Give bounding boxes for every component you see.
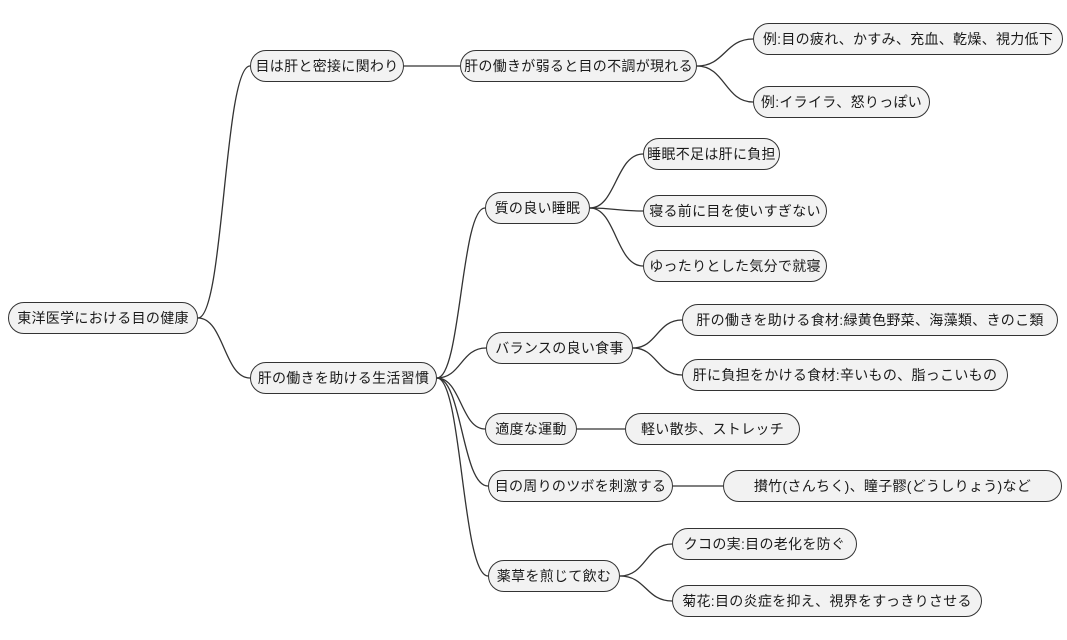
connector-sleep-to-item1 (589, 153, 644, 209)
mindmap-node-goji-berry: クコの実:目の老化を防ぐ (672, 528, 857, 560)
connector-diet-to-item1 (632, 319, 683, 349)
mindmap-node-moderate-exercise: 適度な運動 (485, 413, 577, 445)
mindmap-node-stimulate-eye-pressure-points: 目の周りのツボを刺激する (488, 470, 673, 502)
connector-sleep-to-item3 (589, 207, 644, 267)
mindmap-node-liver-helping-foods: 肝の働きを助ける食材:緑黄色野菜、海藻類、きのこ類 (682, 304, 1058, 336)
mindmap-node-liver-burdening-foods: 肝に負担をかける食材:辛いもの、脂っこいもの (682, 359, 1008, 391)
mindmap-node-root: 東洋医学における目の健康 (8, 302, 198, 334)
connector-habits-to-diet (436, 347, 487, 379)
connector-habits-to-herbs (436, 377, 489, 577)
mindmap-node-lifestyle-habits: 肝の働きを助ける生活習慣 (250, 362, 437, 394)
mindmap-node-relaxed-bedtime: ゆったりとした気分で就寝 (643, 250, 827, 282)
mindmap-node-sleep-deprivation: 睡眠不足は肝に負担 (643, 138, 780, 170)
mindmap-node-chrysanthemum: 菊花:目の炎症を抑え、視界をすっきりさせる (672, 585, 982, 617)
connector-herbs-to-item2 (619, 575, 673, 602)
connector-habits-to-sleep (436, 207, 486, 379)
mindmap-node-herbal-decoction: 薬草を煎じて飲む (488, 560, 620, 592)
mindmap-node-quality-sleep: 質の良い睡眠 (485, 192, 590, 224)
mindmap-node-pressure-point-names: 攅竹(さんちく)、瞳子髎(どうしりょう)など (723, 470, 1062, 502)
connector-habits-to-exercise (436, 377, 486, 430)
mindmap-node-example-eye-symptoms: 例:目の疲れ、かすみ、充血、乾燥、視力低下 (753, 23, 1063, 55)
mindmap-node-walking-stretching: 軽い散歩、ストレッチ (625, 413, 800, 445)
connector-sleep-to-item2 (589, 207, 644, 212)
connector-weakliver-to-example1 (696, 38, 754, 67)
connector-herbs-to-item1 (619, 543, 673, 577)
connector-habits-to-tsubo (436, 377, 489, 487)
connector-root-to-branch1 (197, 65, 251, 319)
mindmap-node-weak-liver-symptoms: 肝の働きが弱ると目の不調が現れる (460, 50, 697, 82)
mindmap-node-example-irritability: 例:イライラ、怒りっぽい (753, 86, 930, 118)
mindmap-node-avoid-eye-use-before-bed: 寝る前に目を使いすぎない (643, 195, 827, 227)
connector-diet-to-item2 (632, 347, 683, 376)
mindmap-node-eyes-liver-relation: 目は肝と密接に関わり (250, 50, 404, 82)
mindmap-node-balanced-diet: バランスの良い食事 (486, 332, 633, 364)
connector-root-to-branch2 (197, 317, 251, 379)
connector-weakliver-to-example2 (696, 65, 754, 103)
